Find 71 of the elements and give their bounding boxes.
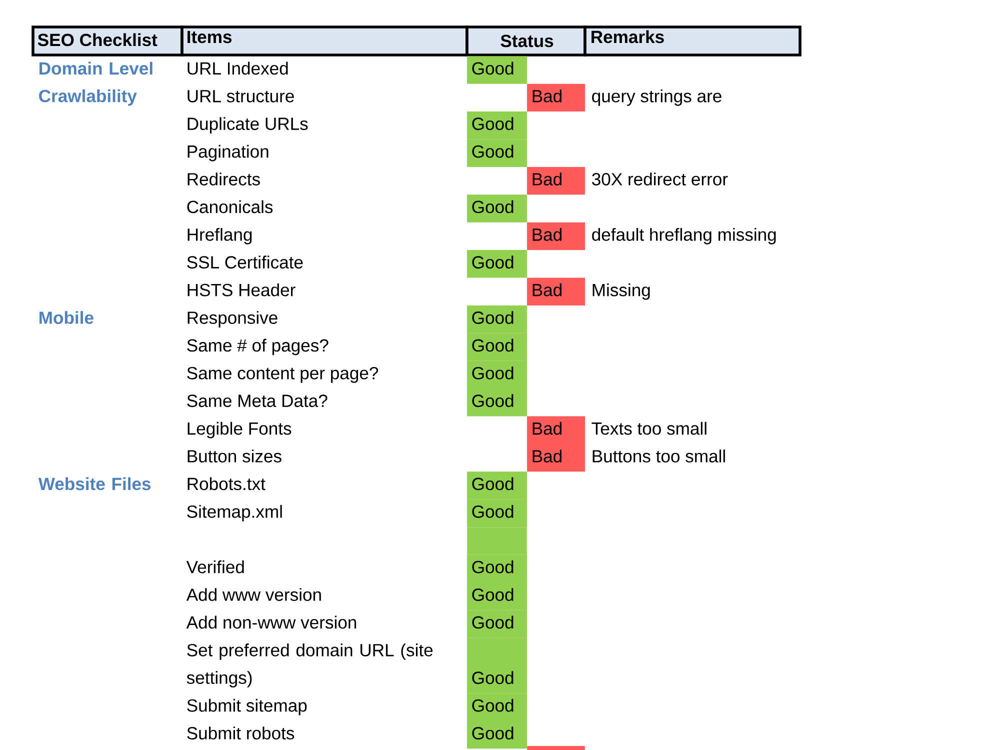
node-label: Good: [472, 477, 514, 490]
item-text: Redirects: [188, 172, 260, 186]
remark-text: Buttons too small: [592, 450, 725, 462]
status-cell: Good: [467, 112, 527, 140]
status-cell: Good: [467, 610, 527, 638]
node-label: Good: [472, 726, 514, 740]
status-cell: Bad: [527, 416, 585, 444]
node-label: Good: [472, 338, 514, 352]
item-text: Button sizes: [188, 450, 282, 462]
category-heading: Website Files: [38, 477, 151, 490]
header-cell: SEO Checklist: [32, 26, 184, 56]
item-text: URL structure: [188, 90, 294, 102]
status-cell: Bad: [527, 444, 585, 472]
status-cell: Bad: [527, 166, 585, 195]
node-label: Good: [472, 504, 514, 518]
status-cell: Good: [467, 305, 527, 334]
status-cell: Good: [467, 388, 527, 416]
item-text: Same Meta Data?: [187, 394, 328, 408]
status-cell: Bad: [527, 222, 585, 250]
item-text: Same content per page?: [187, 366, 378, 383]
item-text: Legible Fonts: [188, 422, 292, 438]
item-text: Responsive: [188, 311, 278, 328]
status-cell: Good: [467, 720, 527, 749]
item-text: Same # of pages?: [187, 338, 328, 356]
node-label: Bad: [532, 422, 562, 435]
status-cell: Good: [467, 472, 527, 500]
status-cell: [467, 527, 527, 555]
status-cell: [527, 746, 585, 750]
node-label: Good: [472, 366, 514, 380]
status-cell: Good: [467, 56, 527, 84]
item-text: SSL Certificate: [187, 256, 303, 269]
status-cell: Good: [467, 554, 527, 582]
item-text: Canonicals: [187, 200, 273, 214]
node-label: Good: [472, 616, 514, 629]
node-label: Bad: [532, 450, 562, 462]
node-label: Good: [472, 560, 514, 574]
header-cell: Remarks: [584, 26, 802, 56]
node-label: Good: [472, 588, 514, 601]
category-heading: Mobile: [40, 311, 94, 324]
item-text: HSTS Header: [188, 283, 296, 296]
status-cell: Good: [467, 139, 527, 167]
node-label: Good: [472, 394, 514, 408]
item-text: Set preferred domain URL (site settings): [186, 643, 433, 688]
status-cell: Good: [467, 582, 527, 610]
status-cell: Good: [467, 360, 527, 389]
status-cell: Good: [467, 333, 527, 361]
status-cell: Good: [467, 693, 527, 721]
status-cell: Bad: [527, 84, 585, 112]
node-label: Good: [472, 144, 514, 158]
header-cell: Status: [466, 26, 586, 56]
node-label: Good: [472, 311, 514, 324]
item-text: Sitemap.xml: [187, 504, 282, 522]
item-text: Duplicate URLs: [188, 117, 308, 134]
status-cell: Bad: [527, 278, 585, 306]
node-label: Good: [472, 117, 514, 130]
status-cell: Good: [467, 250, 527, 278]
remark-text: Texts too small: [592, 422, 706, 435]
item-text: Hreflang: [188, 228, 252, 244]
status-cell: Good: [467, 499, 527, 528]
node-label: Good: [472, 698, 514, 712]
item-text: Add non-www version: [186, 616, 356, 629]
item-text: Robots.txt: [188, 477, 266, 490]
node-label: Good: [472, 671, 514, 684]
item-text: Submit sitemap: [187, 698, 307, 716]
category-heading: Domain Level Crawlability: [39, 62, 152, 106]
item-text: URL Indexed: [188, 62, 288, 75]
item-text: Verified: [186, 560, 244, 574]
status-cell: Good: [467, 194, 527, 222]
item-text: Submit robots: [187, 726, 294, 740]
item-text: Add www version: [186, 588, 321, 601]
item-text: Pagination: [188, 144, 268, 162]
